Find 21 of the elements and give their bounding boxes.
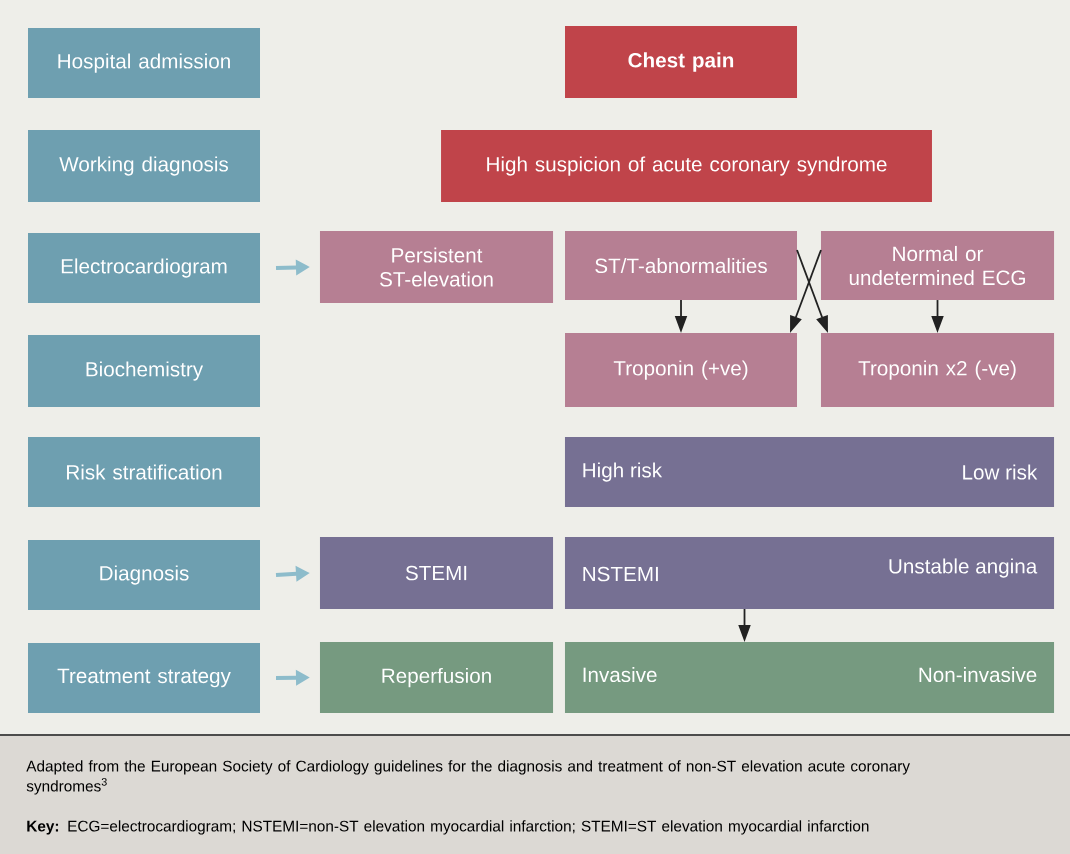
process-box: High risk Low risk: [565, 437, 1055, 507]
process-box: Troponin x2 (-ve): [821, 333, 1055, 407]
caption-text: Adapted from the European Society of Cardiology guidelines for the diagnosis and treatment of non-ST elevation acute coronary syndromes$^{3}$: [26, 760, 910, 795]
process-box: NSTEMI Unstable angina: [565, 537, 1055, 609]
process-box: Reperfusion: [319, 642, 554, 713]
stage-label-box: Electrocardiogram: [28, 233, 260, 303]
stage-label-box: Risk stratification: [28, 437, 260, 507]
process-box: Normal or undetermined ECG: [821, 230, 1055, 301]
key-text: Key: ECG=electrocardiogram; NSTEMI=non-ST elevation myocardial infarction; STEMI=ST elevation myocardial infarction: [27, 820, 869, 835]
stage-label-box: Hospital admission: [28, 28, 260, 98]
process-box: Invasive Non-invasive: [565, 642, 1055, 713]
stage-label-box: Biochemistry: [28, 335, 260, 407]
stage-label-box: Treatment strategy: [28, 643, 260, 713]
process-box: Persistent ST-elevation: [319, 231, 554, 303]
stage-label-box: Working diagnosis: [28, 130, 260, 202]
process-box: Chest pain: [565, 26, 797, 98]
process-box: Troponin (+ve): [565, 333, 797, 407]
process-box: STEMI: [319, 537, 554, 609]
process-box: High suspicion of acute coronary syndrome: [441, 130, 932, 202]
stage-label-box: Diagnosis: [28, 540, 260, 610]
process-box: ST/T-abnormalities: [565, 230, 797, 301]
